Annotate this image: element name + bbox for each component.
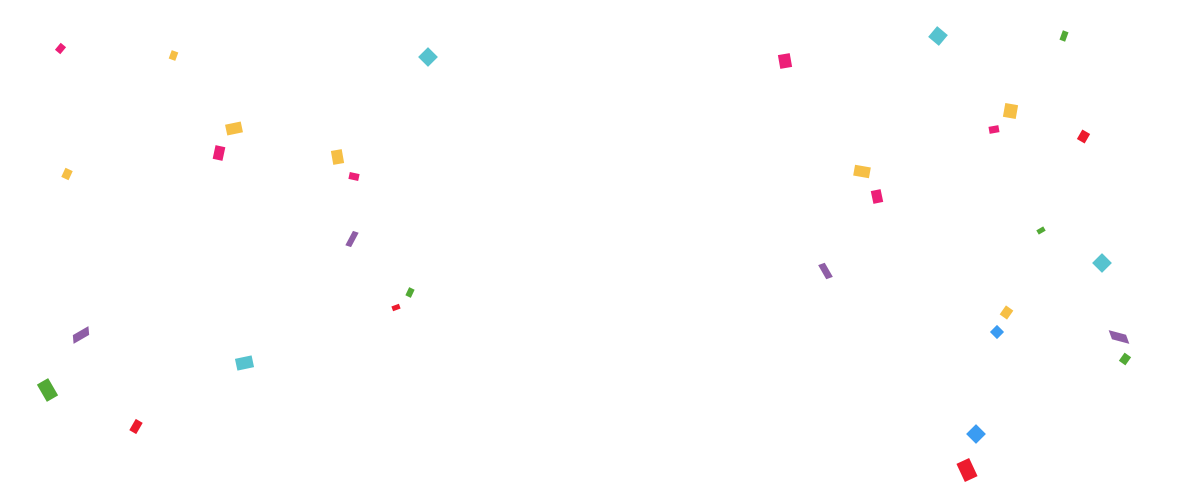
confetti-piece [999,305,1014,320]
confetti-piece [956,457,978,483]
confetti-piece [777,53,793,69]
confetti-piece [129,418,143,435]
confetti-piece [1059,30,1069,42]
confetti-piece [168,50,179,61]
confetti-piece [345,230,359,248]
confetti-piece [212,145,226,161]
confetti-piece [330,149,345,165]
confetti-piece [225,121,243,136]
confetti-piece [1036,226,1046,235]
confetti-piece [988,125,1000,134]
confetti-piece [870,189,884,204]
confetti-piece [234,355,255,371]
confetti-piece [1092,253,1112,273]
confetti-piece [391,303,401,312]
confetti-piece [818,262,833,280]
confetti-piece [966,424,986,444]
confetti-piece [853,164,871,179]
confetti-piece [989,324,1005,340]
confetti-piece [36,378,59,402]
confetti-piece [928,26,948,46]
confetti-piece [1108,330,1130,344]
confetti-piece [1076,129,1091,144]
confetti-piece [54,42,67,55]
confetti-piece [1002,102,1019,120]
confetti-piece [1118,352,1132,366]
confetti-piece [405,287,415,298]
confetti-piece [72,326,90,344]
confetti-piece [348,172,360,181]
confetti-piece [418,47,438,67]
confetti-piece [61,167,73,181]
